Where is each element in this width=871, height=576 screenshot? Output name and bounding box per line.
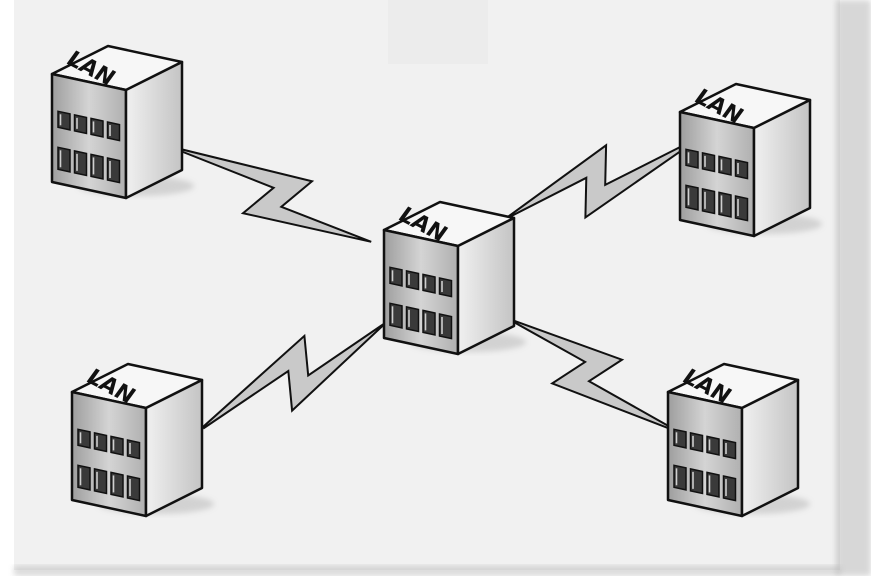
building-side-face xyxy=(740,378,800,518)
building-side-face xyxy=(144,378,204,518)
building-side-face xyxy=(124,60,184,200)
lan-top-right-building: LAN xyxy=(678,82,822,238)
lan-bottom-right-building: LAN xyxy=(666,362,810,518)
lan-bottom-left-building: LAN xyxy=(70,362,214,518)
lan-top-left-building: LAN xyxy=(50,44,194,200)
wan-link-bottom-right xyxy=(506,317,674,431)
panel-shadow-right xyxy=(836,0,871,576)
wan-links xyxy=(176,138,696,431)
building-side-face xyxy=(456,216,516,356)
lan-center-building: LAN xyxy=(382,200,526,356)
panel-shadow-bottom xyxy=(14,566,840,576)
wan-link-top-left xyxy=(176,147,372,243)
wan-link-bottom-left xyxy=(201,320,388,430)
top-faint-patch xyxy=(388,0,488,64)
building-side-face xyxy=(752,98,812,238)
wan-link-top-right xyxy=(502,138,696,222)
lan-nodes: LAN LAN LAN LAN LAN xyxy=(50,44,822,518)
